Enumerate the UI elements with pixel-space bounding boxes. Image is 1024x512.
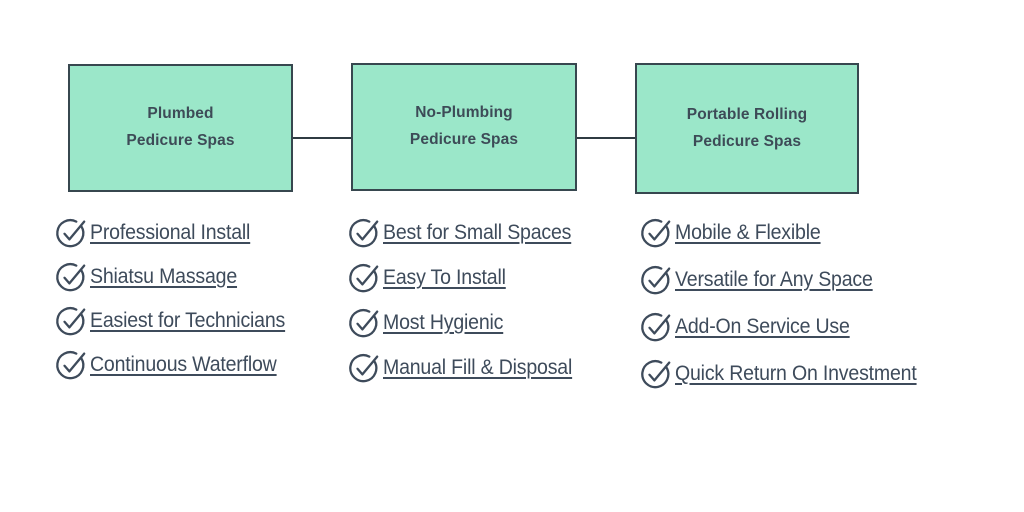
list-item-label: Manual Fill & Disposal: [383, 356, 573, 379]
node-box-no-plumbing-pedicure-spas[interactable]: No-Plumbing Pedicure Spas: [351, 63, 577, 191]
connector-no-plumbing-to-portable: [576, 137, 636, 139]
list-item-label: Professional Install: [90, 221, 251, 244]
list-item[interactable]: Most Hygienic: [347, 306, 647, 347]
list-item[interactable]: Continuous Waterflow: [54, 348, 354, 388]
list-item[interactable]: Easy To Install: [347, 261, 647, 302]
list-item-label: Continuous Waterflow: [90, 353, 277, 376]
list-item[interactable]: Quick Return On Investment: [639, 357, 999, 400]
list-item[interactable]: Add-On Service Use: [639, 310, 999, 353]
list-item-label: Quick Return On Investment: [675, 362, 917, 385]
connector-plumbed-to-no-plumbing: [292, 137, 352, 139]
check-circle-icon: [347, 217, 381, 251]
list-item[interactable]: Easiest for Technicians: [54, 304, 354, 344]
check-circle-icon: [347, 262, 381, 296]
node-label: No-Plumbing Pedicure Spas: [409, 104, 519, 148]
list-item[interactable]: Mobile & Flexible: [639, 216, 999, 259]
check-circle-icon: [54, 261, 88, 295]
list-item[interactable]: Shiatsu Massage: [54, 260, 354, 300]
check-circle-icon: [639, 358, 673, 392]
node-label: Portable Rolling Pedicure Spas: [686, 105, 808, 150]
list-item-label: Easy To Install: [383, 266, 506, 289]
list-item-label: Shiatsu Massage: [90, 265, 238, 288]
check-circle-icon: [639, 264, 673, 298]
list-item-label: Mobile & Flexible: [675, 221, 821, 244]
check-circle-icon: [54, 305, 88, 339]
check-circle-icon: [639, 217, 673, 251]
list-item[interactable]: Best for Small Spaces: [347, 216, 647, 257]
list-item[interactable]: Versatile for Any Space: [639, 263, 999, 306]
list-item-label: Best for Small Spaces: [383, 221, 572, 244]
list-item-label: Versatile for Any Space: [675, 268, 873, 291]
node-label: Plumbed Pedicure Spas: [126, 105, 235, 149]
check-circle-icon: [347, 307, 381, 341]
list-item-label: Most Hygienic: [383, 311, 504, 334]
node-box-plumbed-pedicure-spas[interactable]: Plumbed Pedicure Spas: [68, 64, 293, 192]
feature-list-no-plumbing: Best for Small Spaces Easy To Install Mo…: [347, 216, 647, 396]
check-circle-icon: [54, 349, 88, 383]
node-box-portable-rolling-pedicure-spas[interactable]: Portable Rolling Pedicure Spas: [635, 63, 859, 194]
list-item-label: Easiest for Technicians: [90, 309, 286, 332]
check-circle-icon: [54, 217, 88, 251]
feature-list-portable: Mobile & Flexible Versatile for Any Spac…: [639, 216, 999, 404]
list-item[interactable]: Professional Install: [54, 216, 354, 256]
list-item-label: Add-On Service Use: [675, 315, 850, 338]
check-circle-icon: [639, 311, 673, 345]
feature-list-plumbed: Professional Install Shiatsu Massage Eas…: [54, 216, 354, 392]
check-circle-icon: [347, 352, 381, 386]
list-item[interactable]: Manual Fill & Disposal: [347, 351, 647, 392]
